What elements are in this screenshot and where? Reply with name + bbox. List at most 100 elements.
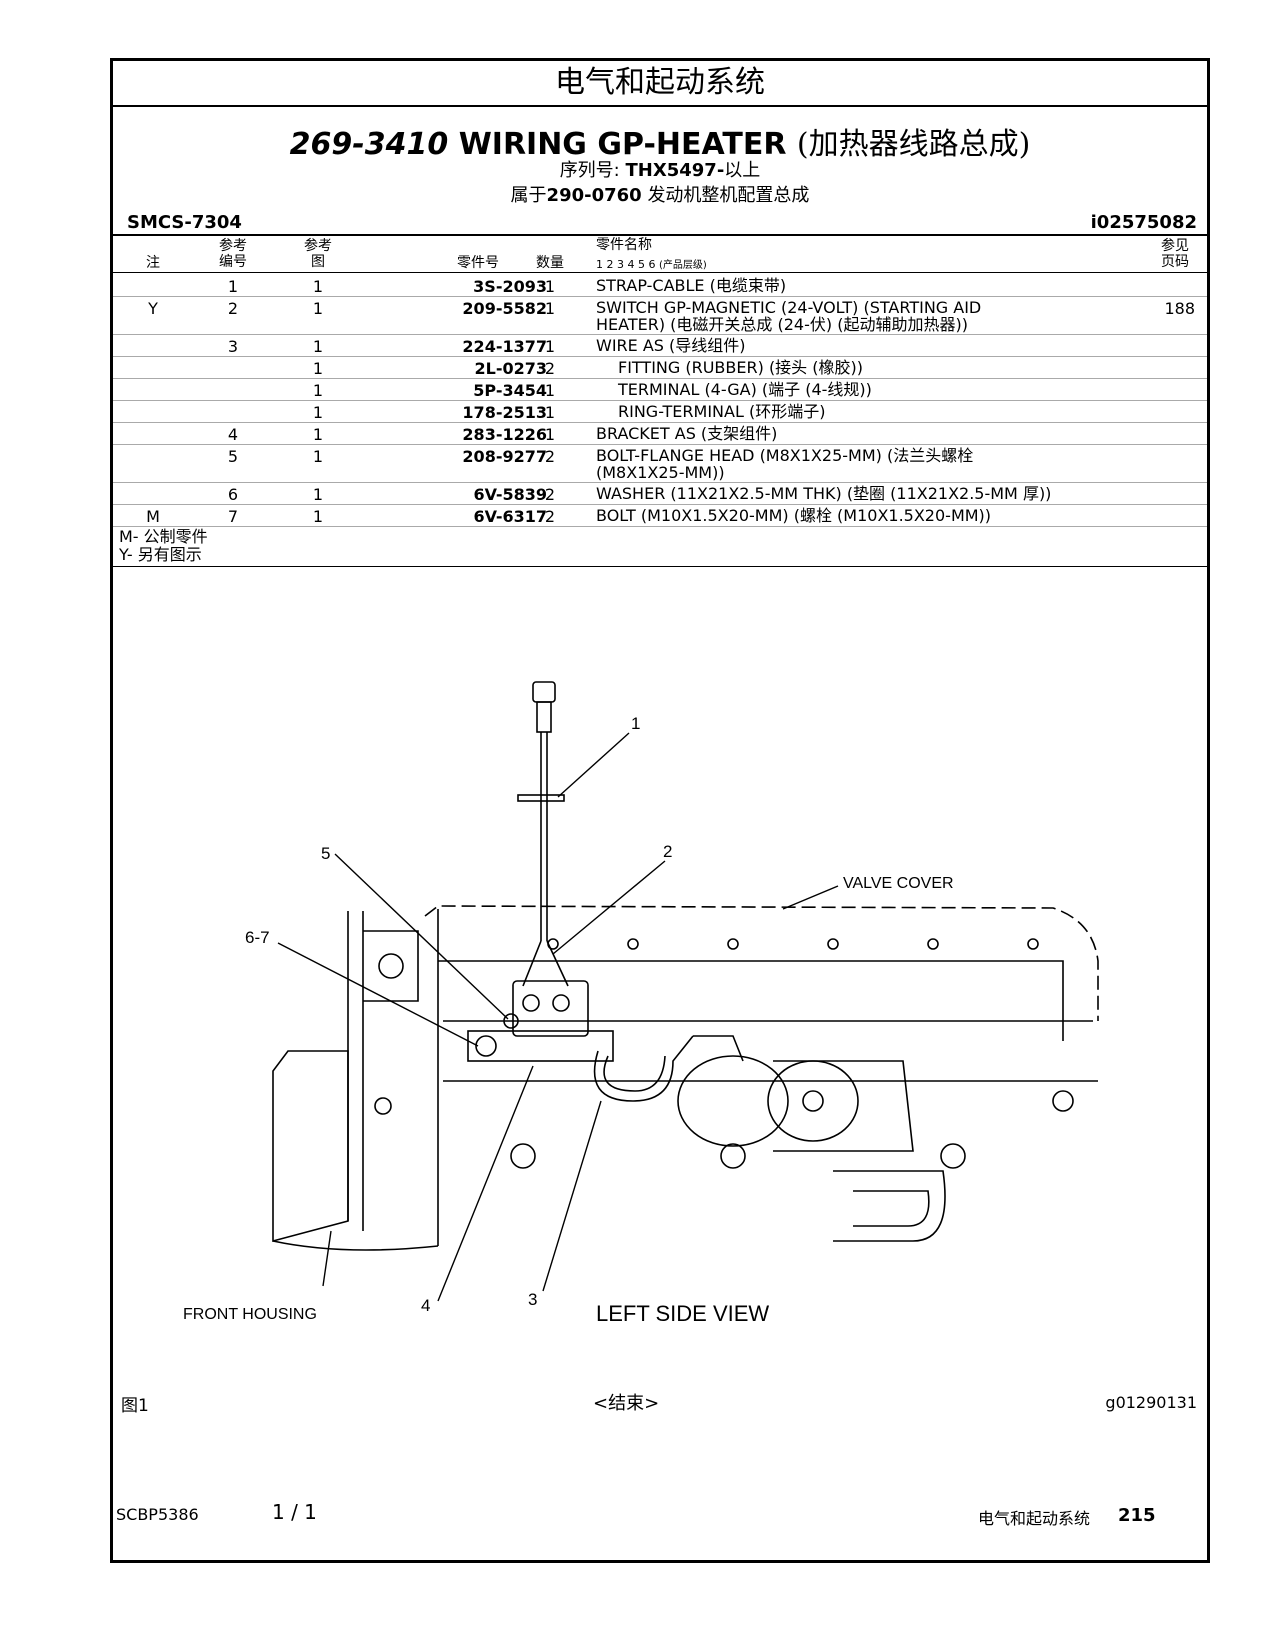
footer-section: 电气和起动系统 bbox=[978, 1509, 1091, 1528]
fig-cell: 1 bbox=[312, 299, 324, 318]
part-name-cell: WIRE AS (导线组件) bbox=[596, 337, 746, 354]
fig-cell: 1 bbox=[312, 507, 324, 526]
graphic-id: g01290131 bbox=[1105, 1393, 1197, 1412]
fig-cell: 1 bbox=[312, 425, 324, 444]
part-name-line: STRAP-CABLE (电缆束带) bbox=[596, 276, 787, 295]
callout-6-7: 6-7 bbox=[245, 928, 270, 947]
parent-number: 290-0760 bbox=[546, 185, 642, 206]
leader-lines bbox=[277, 732, 839, 1302]
section-title: 电气和起动系统 bbox=[113, 61, 1207, 107]
part-name-cell: SWITCH GP-MAGNETIC (24-VOLT) (STARTING A… bbox=[596, 299, 981, 333]
part-number-cell: 208-9277 bbox=[462, 447, 547, 466]
title-name-cn: (加热器线路总成) bbox=[796, 127, 1031, 162]
illustration-id: i02575082 bbox=[1090, 212, 1197, 233]
part-number-cell: 2L-0273 bbox=[474, 359, 548, 378]
part-name-line: TERMINAL (4-GA) (端子 (4-线规)) bbox=[618, 380, 872, 399]
footer-doc-number: SCBP5386 bbox=[116, 1505, 199, 1524]
serial-suffix: 以上 bbox=[724, 160, 761, 181]
end-mark: <结束> bbox=[593, 1393, 660, 1414]
note-cell: M bbox=[146, 507, 160, 526]
part-number-cell: 3S-2093 bbox=[473, 277, 547, 296]
table-header-rule bbox=[113, 272, 1207, 273]
part-number-cell: 6V-5839 bbox=[473, 485, 547, 504]
part-name-cell: BRACKET AS (支架组件) bbox=[596, 425, 777, 442]
col-qty-header: 数量 bbox=[536, 255, 564, 271]
parent-name: 发动机整机配置总成 bbox=[647, 185, 810, 206]
part-number-cell: 178-2513 bbox=[462, 403, 547, 422]
part-name-line: SWITCH GP-MAGNETIC (24-VOLT) (STARTING A… bbox=[596, 298, 982, 317]
part-name-line: HEATER) (电磁开关总成 (24-伏) (起动辅助加热器)) bbox=[596, 315, 968, 334]
qty-cell: 2 bbox=[544, 359, 556, 378]
part-name-line: RING-TERMINAL (环形端子) bbox=[618, 402, 826, 421]
callout-1: 1 bbox=[631, 714, 640, 733]
part-name-cell: TERMINAL (4-GA) (端子 (4-线规)) bbox=[618, 381, 872, 398]
fig-cell: 1 bbox=[312, 403, 324, 422]
fig-cell: 1 bbox=[312, 277, 324, 296]
callout-labels: 1 2 5 6-7 4 3 VALVE COVER FRONT HOUSING … bbox=[183, 714, 954, 1326]
front-housing-label: FRONT HOUSING bbox=[183, 1306, 317, 1323]
part-name-line: WASHER (11X21X2.5-MM THK) (垫圈 (11X21X2.5… bbox=[596, 484, 1052, 503]
col-part-header: 零件号 bbox=[457, 255, 499, 271]
part-number-cell: 224-1377 bbox=[462, 337, 547, 356]
fig-cell: 1 bbox=[312, 485, 324, 504]
col-note-header: 注 bbox=[146, 255, 160, 271]
page-frame: 电气和起动系统 269-3410 WIRING GP-HEATER (加热器线路… bbox=[110, 58, 1210, 1563]
figure-number: 图1 bbox=[121, 1396, 149, 1416]
parent-prefix: 属于 bbox=[510, 185, 547, 206]
part-name-line: BRACKET AS (支架组件) bbox=[596, 424, 778, 443]
qty-cell: 2 bbox=[544, 507, 556, 526]
engine-drawing bbox=[272, 681, 1099, 1251]
part-name-line: (M8X1X25-MM)) bbox=[596, 463, 725, 482]
table-bottom-rule bbox=[113, 566, 1207, 567]
qty-cell: 1 bbox=[544, 403, 556, 422]
qty-cell: 1 bbox=[544, 425, 556, 444]
part-name-cell: STRAP-CABLE (电缆束带) bbox=[596, 277, 786, 294]
view-label: LEFT SIDE VIEW bbox=[596, 1301, 769, 1326]
part-name-line: BOLT-FLANGE HEAD (M8X1X25-MM) (法兰头螺栓 bbox=[596, 446, 974, 465]
col-see-header: 参见页码 bbox=[1161, 238, 1189, 270]
legend-metric: M- 公制零件 bbox=[119, 527, 208, 546]
callout-2: 2 bbox=[663, 842, 672, 861]
part-number-cell: 283-1226 bbox=[462, 425, 547, 444]
part-name-cell: WASHER (11X21X2.5-MM THK) (垫圈 (11X21X2.5… bbox=[596, 485, 1051, 502]
smcs-code: SMCS-7304 bbox=[127, 212, 242, 233]
qty-cell: 2 bbox=[544, 447, 556, 466]
part-number-cell: 6V-6317 bbox=[473, 507, 547, 526]
part-name-cell: RING-TERMINAL (环形端子) bbox=[618, 403, 825, 420]
fig-cell: 1 bbox=[312, 337, 324, 356]
ref-cell: 1 bbox=[227, 277, 239, 296]
qty-cell: 1 bbox=[544, 337, 556, 356]
note-cell: Y bbox=[148, 299, 158, 318]
page-title: 269-3410 WIRING GP-HEATER (加热器线路总成) bbox=[113, 119, 1207, 163]
ref-cell: 3 bbox=[227, 337, 239, 356]
table-top-rule bbox=[113, 234, 1207, 236]
part-number-cell: 5P-3454 bbox=[473, 381, 547, 400]
legend-illustrated: Y- 另有图示 bbox=[119, 545, 202, 564]
see-page-cell: 188 bbox=[1164, 299, 1195, 318]
fig-cell: 1 bbox=[312, 359, 324, 378]
callout-3: 3 bbox=[528, 1290, 537, 1309]
ref-cell: 2 bbox=[227, 299, 239, 318]
part-name-line: WIRE AS (导线组件) bbox=[596, 336, 746, 355]
col-ref-header: 参考编号 bbox=[219, 238, 247, 270]
part-number-cell: 209-5582 bbox=[462, 299, 547, 318]
col-name-header: 零件名称 bbox=[596, 237, 652, 253]
part-name-cell: BOLT-FLANGE HEAD (M8X1X25-MM) (法兰头螺栓(M8X… bbox=[596, 447, 973, 481]
valve-cover-label: VALVE COVER bbox=[843, 875, 954, 892]
ref-cell: 4 bbox=[227, 425, 239, 444]
qty-cell: 1 bbox=[544, 299, 556, 318]
callout-4: 4 bbox=[421, 1296, 430, 1315]
qty-cell: 1 bbox=[544, 381, 556, 400]
serial-value: THX5497- bbox=[625, 160, 725, 181]
fig-cell: 1 bbox=[312, 447, 324, 466]
part-name-line: FITTING (RUBBER) (接头 (橡胶)) bbox=[618, 358, 863, 377]
